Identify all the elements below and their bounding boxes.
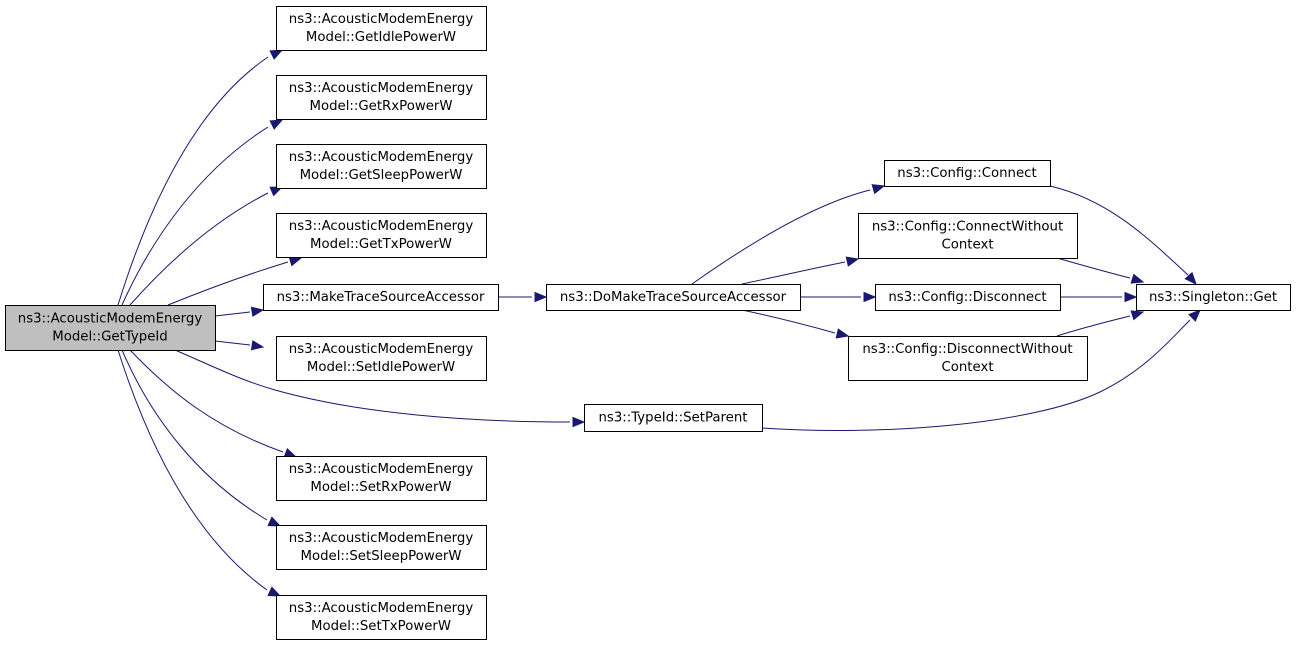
edge-config-disconnect-to-singleton-get: [1060, 291, 1138, 303]
arrowhead: [269, 49, 284, 60]
arrowhead: [534, 291, 548, 303]
node-label-line: Model::GetIdlePowerW: [306, 30, 456, 45]
node-label-line: Model::SetRxPowerW: [310, 480, 451, 495]
node-label-line: Model::GetTypeId: [52, 329, 167, 344]
edge-config-disconnect-without-context-to-singleton-get: [1056, 310, 1145, 337]
node-label-line: ns3::AcousticModemEnergy: [289, 531, 474, 546]
node-label-line: ns3::DoMakeTraceSourceAccessor: [560, 290, 787, 305]
edge-get-type-id-to-make-trace-source-accessor: [214, 306, 265, 317]
node-make-trace-source-accessor[interactable]: ns3::MakeTraceSourceAccessor: [263, 284, 499, 311]
node-label-line: ns3::MakeTraceSourceAccessor: [277, 290, 485, 305]
node-label-line: ns3::AcousticModemEnergy: [18, 311, 203, 326]
node-type-id-set-parent[interactable]: ns3::TypeId::SetParent: [584, 404, 763, 432]
arrowhead: [1130, 310, 1145, 321]
arrowhead: [835, 328, 850, 339]
node-label-line: ns3::Config::Disconnect: [888, 290, 1046, 305]
arrowhead: [1130, 273, 1145, 284]
node-label-line: Model::GetTxPowerW: [310, 237, 452, 252]
node-label-line: ns3::TypeId::SetParent: [598, 410, 747, 425]
node-label-line: ns3::AcousticModemEnergy: [289, 219, 474, 234]
node-do-make-trace-source-accessor[interactable]: ns3::DoMakeTraceSourceAccessor: [546, 284, 801, 311]
edge-get-type-id-to-set-idle-power: [214, 340, 265, 351]
node-label-line: Model::GetRxPowerW: [309, 99, 452, 114]
node-get-sleep-power[interactable]: ns3::AcousticModemEnergyModel::GetSleepP…: [276, 144, 487, 189]
arrowhead: [288, 256, 303, 267]
node-label-line: ns3::Singleton::Get: [1149, 290, 1277, 305]
edge-get-type-id-to-get-rx-power: [121, 119, 284, 306]
edge-get-type-id-to-set-sleep-power: [121, 349, 282, 527]
node-singleton-get[interactable]: ns3::Singleton::Get: [1136, 284, 1291, 311]
node-label-line: ns3::Config::DisconnectWithout: [862, 342, 1072, 357]
node-label-line: ns3::AcousticModemEnergy: [289, 81, 474, 96]
arrowhead: [267, 586, 282, 597]
edge-config-connect-without-context-to-singleton-get: [1056, 257, 1145, 284]
node-set-tx-power[interactable]: ns3::AcousticModemEnergyModel::SetTxPowe…: [276, 595, 487, 640]
edge-get-type-id-to-set-rx-power: [129, 349, 298, 458]
arrowhead: [572, 416, 586, 428]
arrowhead: [1188, 309, 1201, 322]
node-label-line: ns3::AcousticModemEnergy: [289, 150, 474, 165]
edge-get-type-id-to-set-tx-power: [117, 349, 282, 597]
node-get-tx-power[interactable]: ns3::AcousticModemEnergyModel::GetTxPowe…: [276, 213, 487, 258]
arrowhead: [1124, 291, 1138, 303]
edges: [117, 49, 1201, 597]
node-config-disconnect[interactable]: ns3::Config::Disconnect: [875, 284, 1061, 311]
node-label-line: Model::SetIdlePowerW: [307, 360, 455, 375]
arrowhead: [863, 291, 877, 303]
node-label-line: ns3::AcousticModemEnergy: [289, 462, 474, 477]
node-set-idle-power[interactable]: ns3::AcousticModemEnergyModel::SetIdlePo…: [276, 336, 487, 381]
node-get-idle-power[interactable]: ns3::AcousticModemEnergyModel::GetIdlePo…: [276, 6, 487, 51]
arrowhead: [845, 256, 860, 267]
edge-config-connect-to-singleton-get: [1049, 185, 1197, 285]
arrowhead: [283, 447, 298, 458]
arrowhead: [871, 184, 886, 195]
edge-get-type-id-to-get-idle-power: [117, 49, 284, 306]
arrowhead: [269, 119, 284, 130]
node-set-rx-power[interactable]: ns3::AcousticModemEnergyModel::SetRxPowe…: [276, 456, 487, 501]
nodes: ns3::AcousticModemEnergyModel::GetTypeId…: [5, 6, 1291, 640]
node-label-line: Context: [941, 237, 993, 252]
edge-do-make-trace-source-accessor-to-config-connect-without-context: [741, 256, 860, 285]
edge-do-make-trace-source-accessor-to-config-disconnect: [800, 291, 877, 303]
edge-get-type-id-to-type-id-set-parent: [174, 349, 586, 428]
edge-type-id-set-parent-to-singleton-get: [761, 309, 1201, 431]
node-label-line: Context: [941, 360, 993, 375]
arrowhead: [1184, 271, 1197, 285]
node-label-line: ns3::Config::ConnectWithout: [872, 219, 1063, 234]
node-config-connect[interactable]: ns3::Config::Connect: [884, 160, 1051, 187]
node-label-line: Model::GetSleepPowerW: [300, 168, 463, 183]
node-label-line: Model::SetSleepPowerW: [300, 549, 461, 564]
arrowhead: [267, 516, 282, 527]
edge-do-make-trace-source-accessor-to-config-disconnect-without-context: [741, 309, 850, 339]
edge-do-make-trace-source-accessor-to-config-connect: [691, 184, 886, 285]
node-label-line: ns3::AcousticModemEnergy: [289, 12, 474, 27]
node-label-line: Model::SetTxPowerW: [311, 619, 451, 634]
node-get-rx-power[interactable]: ns3::AcousticModemEnergyModel::GetRxPowe…: [276, 75, 487, 120]
node-set-sleep-power[interactable]: ns3::AcousticModemEnergyModel::SetSleepP…: [276, 525, 487, 570]
arrowhead: [250, 340, 265, 351]
arrowhead: [250, 306, 265, 317]
node-label-line: ns3::AcousticModemEnergy: [289, 601, 474, 616]
edge-make-trace-source-accessor-to-do-make-trace-source-accessor: [498, 291, 548, 303]
node-label-line: ns3::AcousticModemEnergy: [289, 342, 474, 357]
node-label-line: ns3::Config::Connect: [897, 166, 1036, 181]
